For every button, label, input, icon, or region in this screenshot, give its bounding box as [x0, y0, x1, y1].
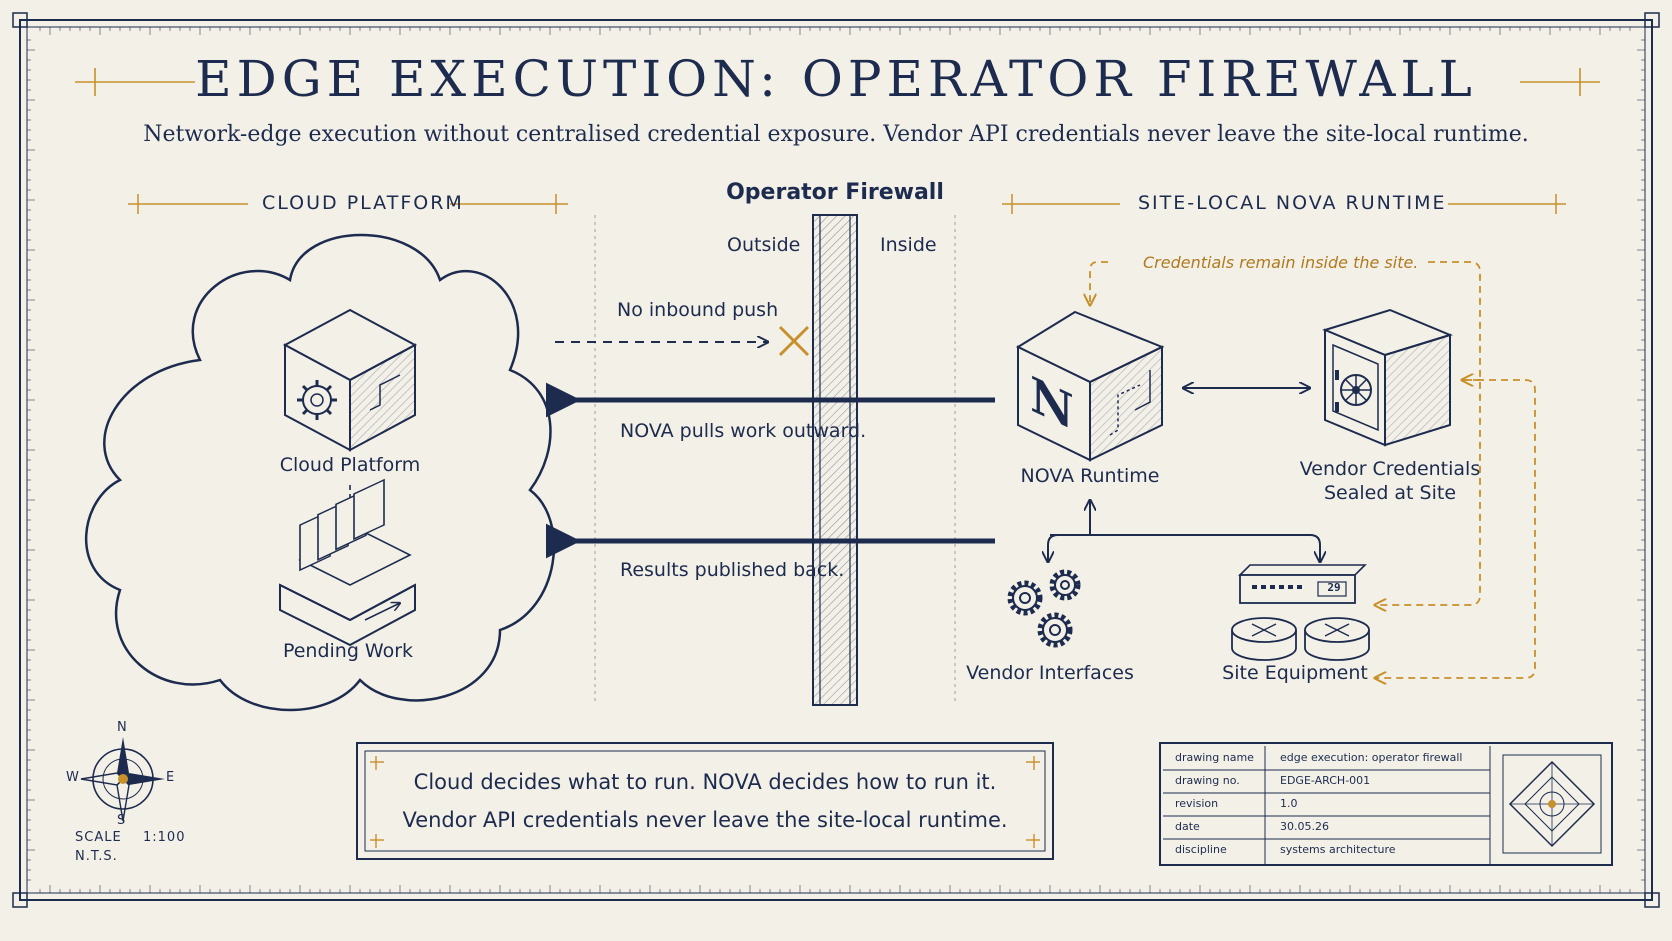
switch-display-readout: 29 — [1327, 581, 1341, 594]
site-equipment-label: Site Equipment — [1222, 662, 1368, 684]
cloud-boundary — [85, 233, 556, 712]
blocked-x-icon — [778, 325, 810, 357]
site-equipment-router-icons — [1231, 617, 1370, 661]
vendor-interfaces-gears-icon — [1007, 569, 1081, 648]
page-subtitle: Network-edge execution without centralis… — [143, 122, 1529, 147]
site-equipment-switch-icon — [1238, 564, 1367, 604]
summary-line-2: Vendor API credentials never leave the s… — [402, 808, 1008, 832]
title-block-key: drawing no. — [1175, 774, 1240, 787]
scale-value: 1:100 — [143, 830, 186, 845]
scale-nts: N.T.S. — [75, 849, 118, 864]
vendor-credentials-label: Vendor Credentials — [1299, 458, 1481, 480]
pull-work-label: NOVA pulls work outward. — [620, 420, 867, 442]
results-back-label: Results published back. — [620, 559, 845, 581]
scale-label: SCALE — [75, 830, 122, 845]
cloud-platform-cube-icon — [282, 308, 418, 452]
cloud-platform-label: Cloud Platform — [279, 454, 421, 476]
outer-frame — [12, 12, 1660, 908]
summary-line-1: Cloud decides what to run. NOVA decides … — [413, 770, 997, 794]
title-block-value: systems architecture — [1280, 843, 1396, 856]
title-ornaments — [75, 68, 1600, 96]
summary-box-frame — [356, 742, 1054, 860]
section-operator-firewall: Operator Firewall — [726, 180, 944, 205]
sealed-at-site-label: Sealed at Site — [1323, 482, 1457, 504]
no-inbound-push-label: No inbound push — [617, 299, 779, 321]
nova-runtime-label: NOVA Runtime — [1020, 465, 1160, 487]
title-block-value: 30.05.26 — [1280, 820, 1329, 833]
credentials-note: Credentials remain inside the site. — [1143, 253, 1419, 272]
compass-south: S — [117, 813, 127, 828]
nova-runtime-cube-icon — [1015, 310, 1165, 462]
vendor-interfaces-label: Vendor Interfaces — [966, 662, 1134, 684]
section-site-local-runtime: SITE-LOCAL NOVA RUNTIME — [1138, 192, 1447, 214]
compass-rose-icon — [80, 737, 165, 822]
credentials-loop-lines — [1090, 261, 1536, 678]
firewall-outside-label: Outside — [727, 234, 801, 256]
compass-east: E — [166, 770, 176, 785]
nova-branch-lines — [1048, 500, 1320, 562]
zone-dividers — [594, 215, 956, 705]
section-cloud-platform: CLOUD PLATFORM — [262, 192, 464, 214]
pending-work-label: Pending Work — [282, 640, 414, 662]
compass-north: N — [117, 720, 128, 735]
pending-work-tray-icon — [279, 478, 416, 647]
page-title: EDGE EXECUTION: OPERATOR FIREWALL — [195, 50, 1477, 108]
title-block-key: discipline — [1175, 843, 1227, 856]
title-block-frame — [1159, 742, 1613, 866]
compass-west: W — [66, 770, 80, 785]
firewall-wall — [812, 214, 858, 706]
firewall-inside-label: Inside — [880, 234, 937, 256]
title-block-value: EDGE-ARCH-001 — [1280, 774, 1371, 787]
title-block-key: revision — [1175, 797, 1219, 810]
title-block-value: 1.0 — [1280, 797, 1298, 810]
title-block-mark-icon — [1548, 800, 1556, 808]
title-block-key: drawing name — [1175, 751, 1254, 764]
vault-safe-icon — [1322, 308, 1453, 447]
section-header-lines — [128, 194, 1566, 214]
title-block-key: date — [1175, 820, 1200, 833]
title-block-value: edge execution: operator firewall — [1280, 751, 1463, 764]
